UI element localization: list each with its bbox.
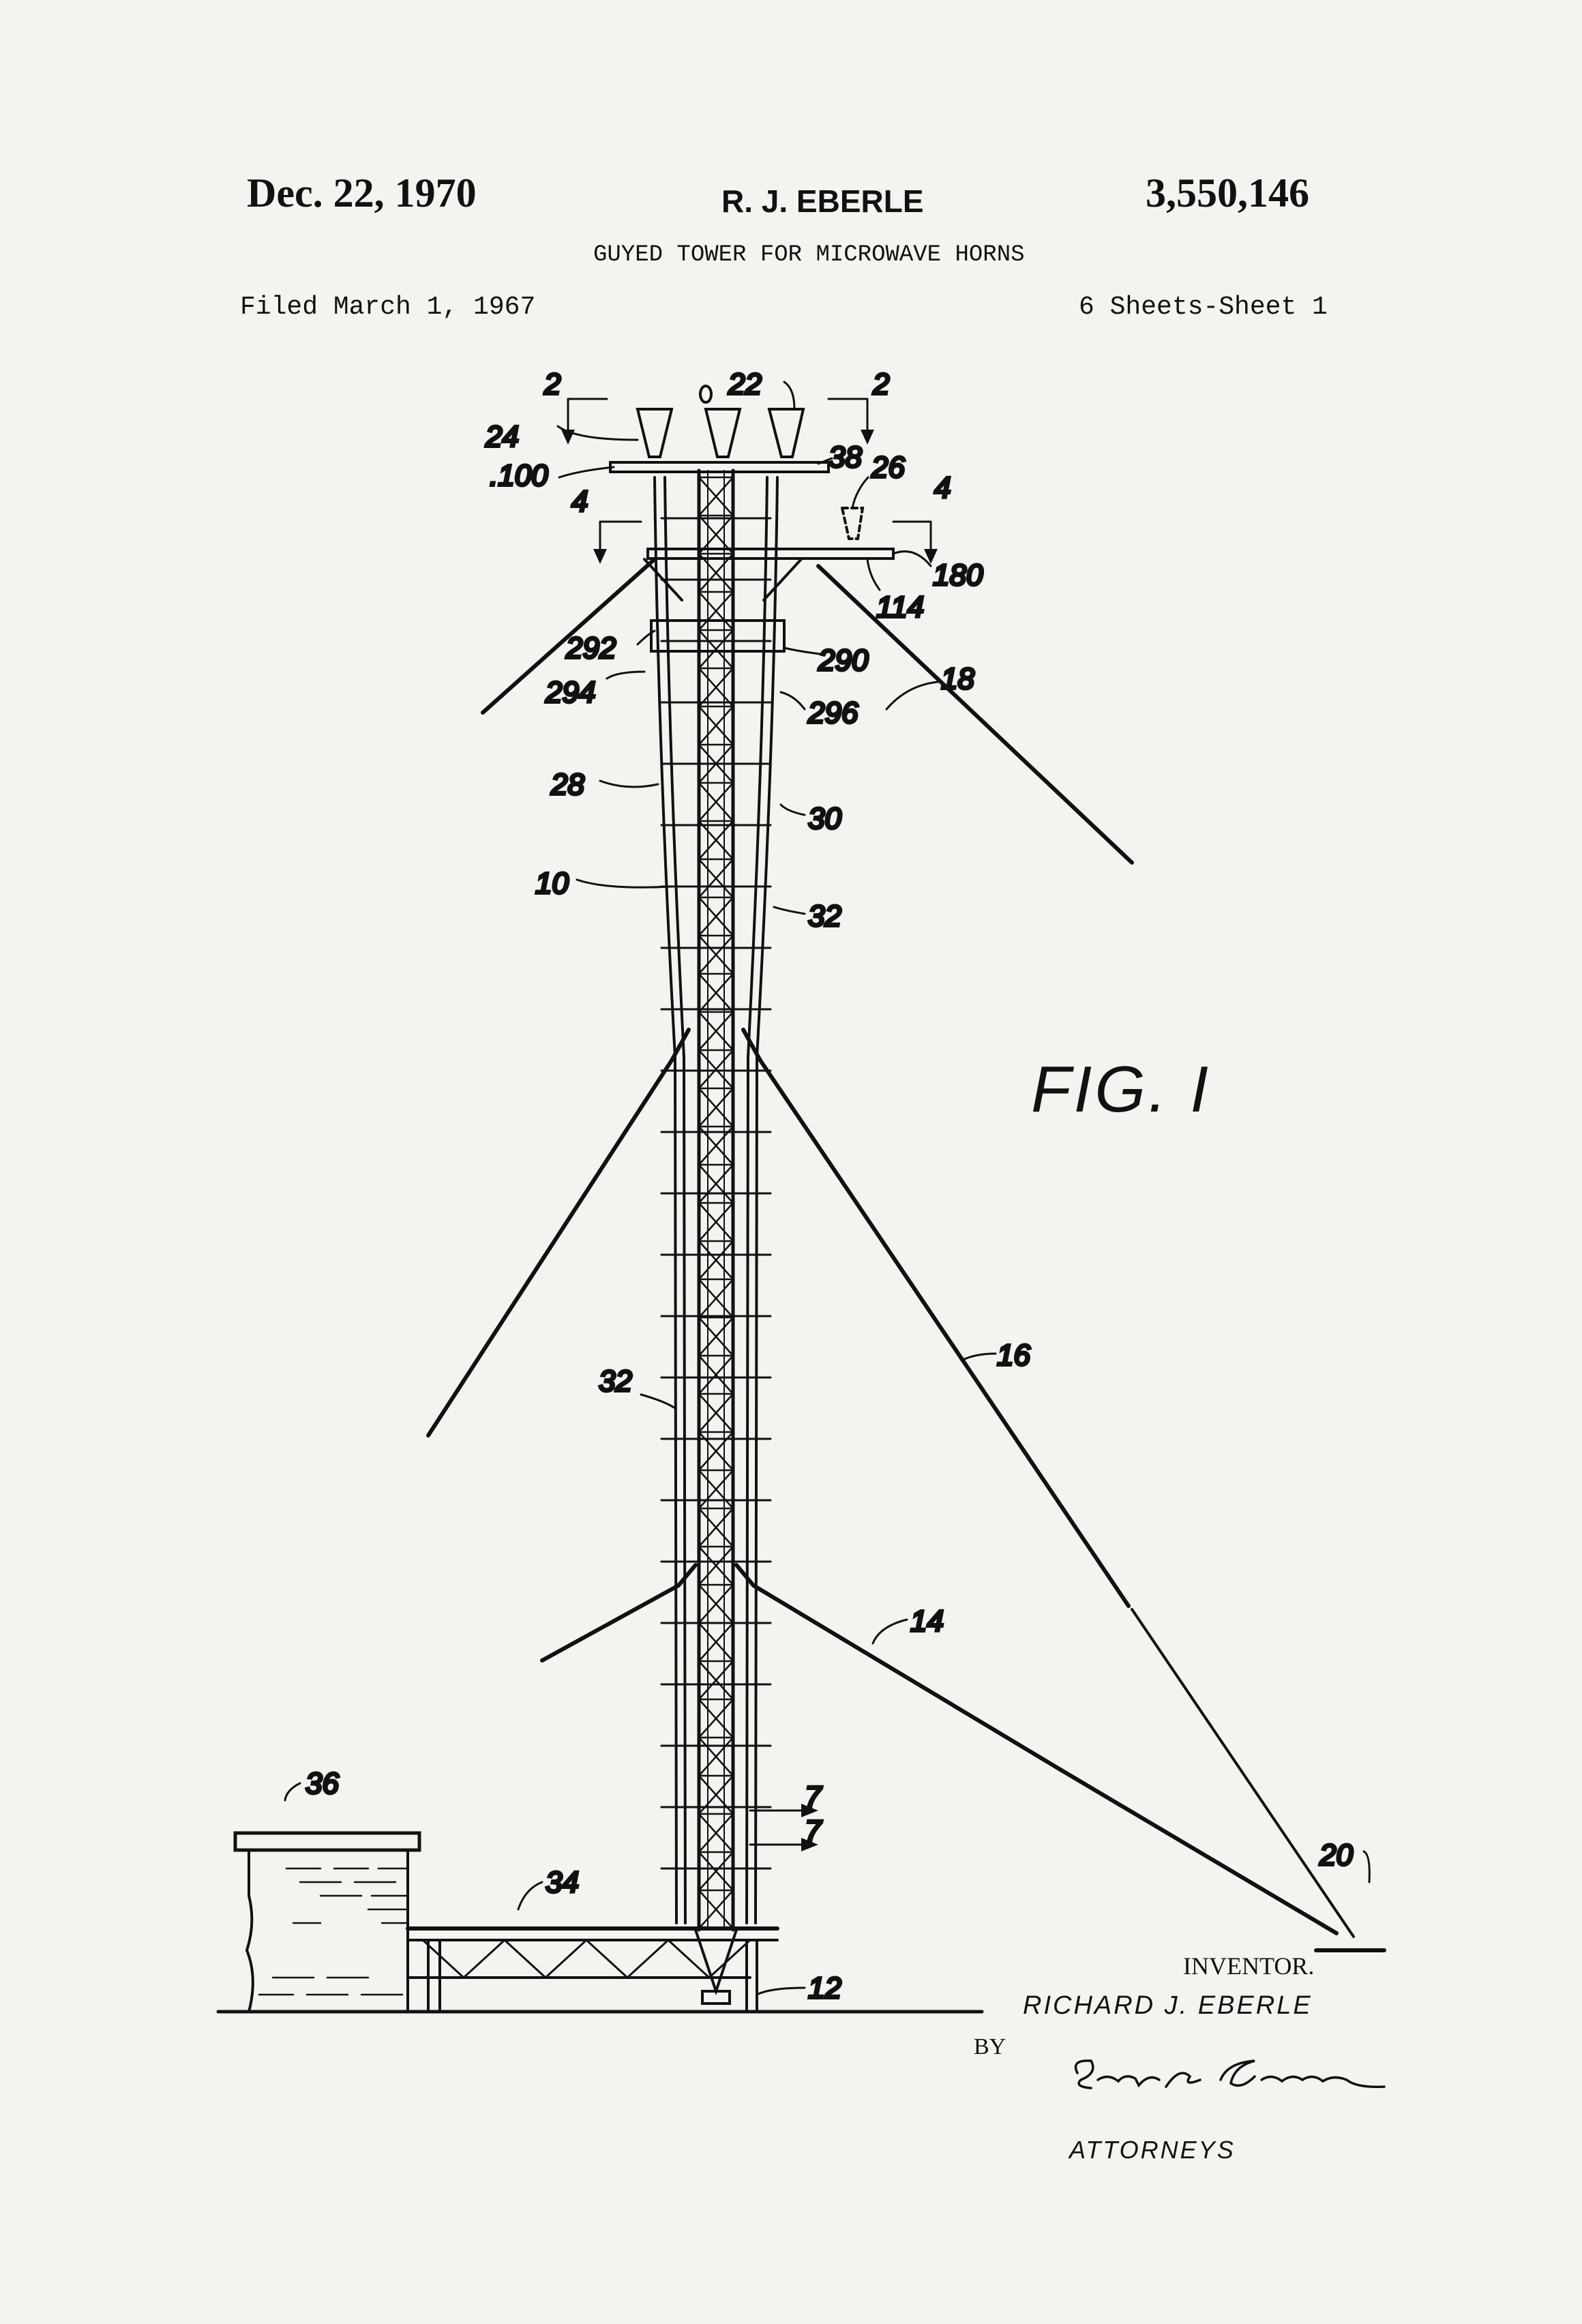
- section-mark-4-left: 4: [571, 485, 588, 518]
- section-mark-7-lower: 7: [805, 1815, 822, 1848]
- tower-mast: [696, 471, 736, 2003]
- by-label: BY: [974, 2036, 1006, 2059]
- ref-100: .100: [490, 459, 548, 492]
- ref-38: 38: [829, 441, 862, 474]
- ref-180: 180: [933, 558, 983, 592]
- section-mark-2-left: 2: [543, 368, 561, 401]
- ref-28: 28: [550, 768, 584, 801]
- guy-wires: [428, 559, 1354, 1937]
- ref-26: 26: [871, 451, 905, 484]
- leader-lines: [285, 382, 1369, 1995]
- building: [235, 1833, 419, 2012]
- top-platforms: [610, 462, 893, 651]
- section-mark-2-right: 2: [872, 368, 889, 401]
- figure-label: FIG. I: [1031, 1057, 1211, 1122]
- ref-32-lower: 32: [599, 1365, 632, 1398]
- ref-14: 14: [910, 1605, 944, 1638]
- inventor-name: RICHARD J. EBERLE: [1023, 1993, 1313, 2018]
- ref-114: 114: [876, 591, 924, 624]
- ref-32-upper: 32: [808, 899, 841, 933]
- section-mark-7-upper: 7: [805, 1781, 822, 1814]
- ref-18: 18: [941, 662, 974, 696]
- ref-16: 16: [997, 1339, 1030, 1372]
- inventor-label: INVENTOR.: [1183, 1954, 1314, 1978]
- attorneys-label: ATTORNEYS: [1069, 2138, 1236, 2162]
- ref-10: 10: [535, 867, 569, 900]
- ref-290: 290: [818, 644, 869, 677]
- ref-292: 292: [565, 631, 616, 665]
- ref-296: 296: [807, 696, 859, 730]
- ref-30: 30: [808, 802, 841, 835]
- waveguides: [655, 477, 777, 1923]
- ref-22: 22: [728, 368, 762, 401]
- ref-294: 294: [545, 676, 595, 709]
- section-mark-4-right: 4: [934, 471, 951, 505]
- attorney-signature: [1076, 2061, 1385, 2088]
- ref-12: 12: [808, 1971, 841, 2005]
- ref-36: 36: [305, 1767, 339, 1800]
- ref-24: 24: [485, 420, 519, 453]
- ref-20: 20: [1319, 1838, 1353, 1872]
- ref-34: 34: [546, 1866, 579, 1899]
